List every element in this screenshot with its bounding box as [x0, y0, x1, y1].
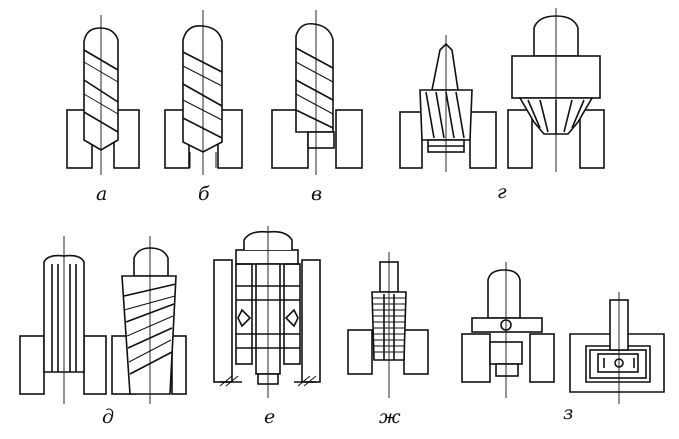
- workpiece-left: [461, 333, 491, 383]
- workpiece-left: [507, 109, 533, 169]
- figure-z-slot-cutters: [461, 262, 665, 404]
- drill-body: [182, 24, 223, 153]
- figure-g-countersinks: [399, 8, 605, 172]
- workpiece-right: [469, 111, 497, 169]
- label-d: д: [102, 406, 115, 428]
- label-g: г: [497, 181, 507, 203]
- figure-zh-tap: [347, 252, 429, 398]
- workpiece-right: [529, 333, 555, 383]
- workpiece-left: [19, 335, 45, 395]
- bushing-left: [235, 263, 253, 365]
- workpiece-right: [335, 109, 363, 169]
- fixture-right-wall: [301, 259, 321, 383]
- drill-body: [295, 22, 334, 133]
- workpiece-right: [83, 335, 107, 395]
- label-z: з: [563, 402, 574, 424]
- figure-d-reamers: [19, 236, 187, 404]
- figure-v-step-drill: [271, 10, 363, 175]
- label-zh: ж: [379, 406, 401, 428]
- bushing-right: [283, 263, 301, 365]
- figure-b-core-drill: [164, 10, 243, 175]
- workpiece-left: [347, 329, 373, 375]
- workpiece-left: [399, 111, 423, 169]
- fixture-left-wall: [213, 259, 233, 383]
- workpiece-right: [171, 335, 187, 395]
- label-b: б: [198, 183, 210, 205]
- workpiece-right: [403, 329, 429, 375]
- countersink-taper-shank: [431, 42, 459, 91]
- reamer-spiral: [121, 275, 177, 395]
- label-v: в: [311, 183, 323, 205]
- workpiece-right: [579, 109, 605, 169]
- cutter-right: [284, 308, 299, 328]
- cutter-left: [237, 308, 252, 328]
- figure-e-boring-bar: [213, 226, 321, 398]
- label-e: е: [264, 406, 276, 428]
- label-a: а: [96, 183, 108, 205]
- figure-a-twist-drill: [66, 15, 140, 175]
